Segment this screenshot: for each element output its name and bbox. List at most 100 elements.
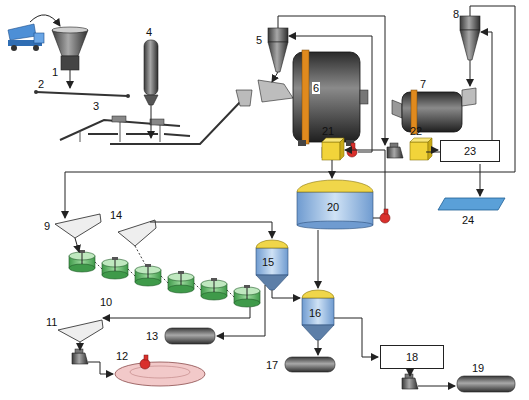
belt-conveyor bbox=[34, 90, 38, 94]
thickener bbox=[302, 290, 334, 298]
ball-mill bbox=[462, 88, 476, 106]
hopper-crusher bbox=[52, 27, 88, 70]
reagent-cube bbox=[410, 138, 432, 160]
callout-number: 18 bbox=[406, 351, 418, 363]
truck bbox=[8, 24, 36, 40]
flow-line bbox=[426, 32, 492, 152]
callout-number: 4 bbox=[146, 26, 152, 38]
callout-number: 16 bbox=[309, 307, 321, 319]
flotation-cells bbox=[69, 250, 95, 272]
flow-line bbox=[103, 307, 250, 318]
flow-line bbox=[217, 285, 265, 336]
flotation-cells bbox=[69, 246, 260, 307]
hopper-crusher bbox=[61, 56, 79, 70]
ball-mill bbox=[392, 100, 402, 118]
flow-line bbox=[150, 222, 272, 238]
hopper-crusher bbox=[52, 27, 88, 33]
flotation-cells bbox=[201, 278, 227, 300]
callout-number: 7 bbox=[420, 78, 426, 90]
flotation-cells bbox=[135, 264, 161, 286]
callout-number: 19 bbox=[472, 362, 484, 374]
callout-number: 20 bbox=[327, 201, 339, 213]
screen bbox=[118, 220, 156, 246]
storage-tank bbox=[285, 357, 335, 372]
hydrocyclone bbox=[268, 42, 288, 72]
screening-conveyors bbox=[160, 124, 161, 142]
flotation-cells bbox=[194, 283, 201, 290]
callout-number: 15 bbox=[262, 256, 274, 268]
tailings-pond bbox=[130, 366, 190, 378]
callout-number: 10 bbox=[100, 296, 112, 308]
callout-number: 22 bbox=[410, 125, 422, 137]
storage-tank bbox=[457, 376, 515, 392]
screening-conveyors bbox=[126, 133, 158, 135]
flotation-cells bbox=[128, 269, 135, 276]
ball-mill bbox=[258, 80, 293, 102]
pump bbox=[387, 143, 403, 158]
ball-mill bbox=[258, 50, 368, 146]
flotation-cells bbox=[168, 271, 194, 293]
reagent-cube bbox=[322, 138, 344, 160]
reagent-cube bbox=[410, 138, 432, 160]
ore-bin bbox=[144, 40, 158, 105]
filter-vessel bbox=[297, 221, 373, 229]
callout-number: 1 bbox=[52, 66, 58, 78]
storage-tank bbox=[165, 328, 215, 344]
screening-conveyors bbox=[112, 116, 126, 122]
truck bbox=[30, 15, 60, 26]
screen bbox=[118, 220, 156, 246]
truck bbox=[8, 15, 60, 51]
screen bbox=[58, 320, 103, 342]
thickener bbox=[302, 298, 334, 325]
pump bbox=[402, 374, 418, 389]
equipment-box: 23 bbox=[440, 140, 500, 162]
storage-tank bbox=[165, 328, 215, 344]
ore-bin bbox=[144, 95, 158, 105]
flow-line bbox=[75, 238, 79, 252]
hopper-crusher bbox=[52, 30, 88, 56]
screening-conveyors bbox=[60, 90, 252, 144]
flow-line bbox=[289, 36, 372, 152]
flow-line bbox=[373, 218, 380, 219]
screening-conveyors bbox=[88, 133, 118, 135]
flow-line bbox=[334, 318, 378, 357]
equipment-box: 18 bbox=[380, 345, 444, 369]
thickener bbox=[256, 240, 288, 290]
flow-line bbox=[65, 6, 515, 218]
flow-line bbox=[410, 370, 411, 376]
hydrocyclone bbox=[460, 16, 480, 30]
callout-number: 14 bbox=[110, 209, 122, 221]
callout-number: 24 bbox=[462, 214, 474, 226]
truck bbox=[33, 45, 39, 51]
screen bbox=[58, 320, 103, 342]
truck bbox=[11, 45, 17, 51]
thickener bbox=[256, 240, 288, 248]
flow-line bbox=[80, 342, 81, 350]
pump bbox=[72, 349, 88, 364]
flow-line bbox=[88, 362, 113, 374]
flow-line bbox=[431, 150, 438, 151]
pump bbox=[72, 349, 88, 364]
ball-mill bbox=[298, 140, 306, 146]
screening-conveyors bbox=[150, 119, 164, 125]
flow-line bbox=[418, 386, 455, 387]
thickener bbox=[302, 290, 334, 340]
callout-number: 9 bbox=[44, 220, 50, 232]
flow-line bbox=[151, 105, 152, 138]
storage-tank bbox=[285, 357, 335, 372]
flotation-cells bbox=[161, 276, 168, 283]
callout-number: 17 bbox=[266, 359, 278, 371]
product-slab bbox=[438, 198, 505, 210]
ball-mill bbox=[392, 88, 476, 134]
ball-mill bbox=[302, 50, 309, 144]
screening-conveyors bbox=[110, 100, 242, 144]
flow-line bbox=[272, 72, 278, 82]
belt-conveyor bbox=[126, 94, 130, 98]
callout-number: 3 bbox=[93, 100, 99, 112]
flow-line bbox=[272, 290, 300, 298]
flow-line bbox=[70, 70, 71, 88]
flow-line bbox=[332, 160, 333, 178]
filter-vessel bbox=[297, 180, 373, 192]
callout-number: 2 bbox=[38, 78, 44, 90]
